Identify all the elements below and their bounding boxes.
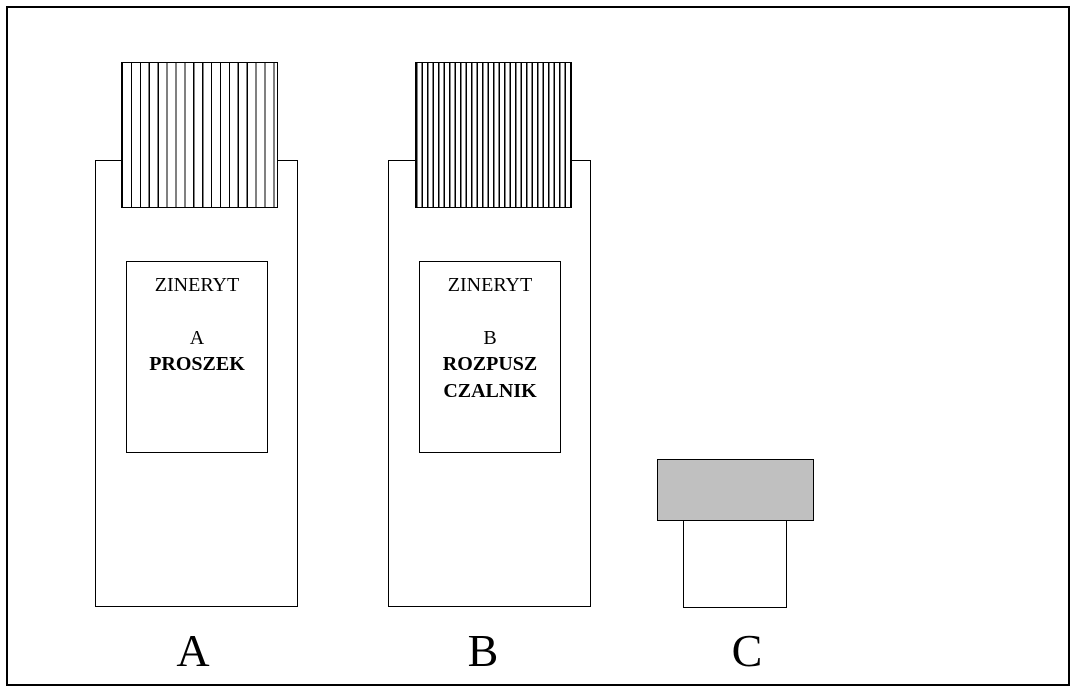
bottle-a-brand: ZINERYT (154, 274, 240, 296)
bottle-b-brand: ZINERYT (447, 274, 533, 296)
bottle-b-letter: B (483, 327, 497, 349)
caption-c: C (731, 625, 763, 676)
bottle-a-content: PROSZEK (149, 353, 245, 375)
bottle-b-label: ZINERYT B ROZPUSZ CZALNIK (419, 261, 561, 453)
caption-b: B (467, 625, 499, 676)
item-c-cap (657, 459, 814, 521)
bottle-b-content: ROZPUSZ CZALNIK (442, 353, 538, 402)
bottle-a-letter: A (189, 327, 205, 349)
caption-a: A (176, 625, 210, 676)
item-c-body (683, 519, 787, 608)
bottle-a-cap (121, 62, 278, 208)
bottle-a-label: ZINERYT A PROSZEK (126, 261, 268, 453)
bottle-b-cap (415, 62, 572, 208)
